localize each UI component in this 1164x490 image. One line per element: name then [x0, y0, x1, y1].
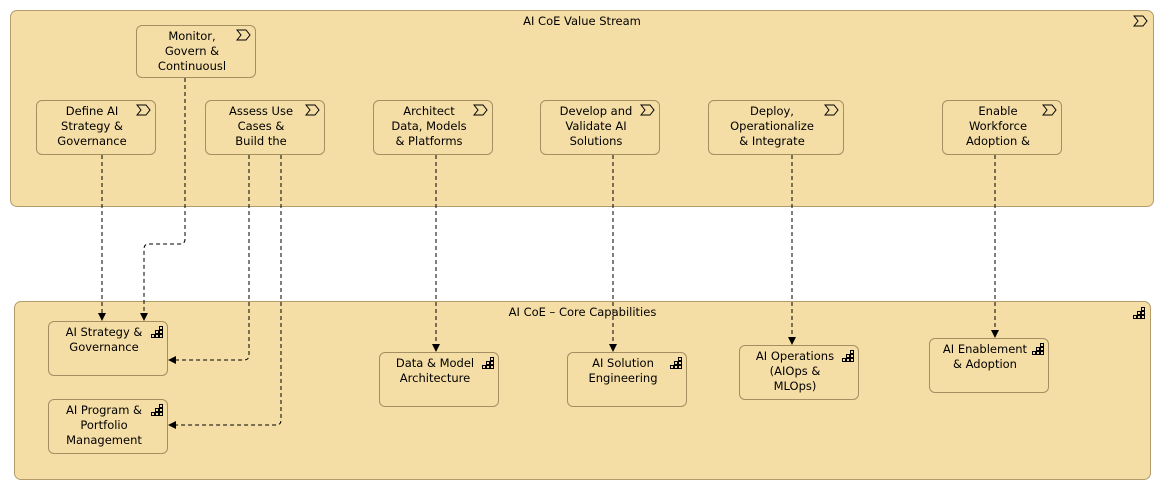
capability-ops[interactable]: AI Operations (AIOps & MLOps) — [739, 345, 859, 400]
capability-icon — [1032, 343, 1044, 355]
relation-monitor-strategy — [140, 78, 186, 321]
value-stream-icon — [305, 104, 320, 116]
stage-architect[interactable]: Architect Data, Models & Platforms — [373, 100, 493, 155]
stage-label: Develop and Validate AI Solutions — [559, 104, 633, 148]
stage-label: Assess Use Cases & Build the — [228, 104, 294, 148]
capability-label: AI Solution Engineering — [588, 356, 658, 385]
value-stream-icon — [136, 104, 151, 116]
stage-label: Define AI Strategy & Governance — [57, 104, 127, 148]
capability-icon — [842, 350, 854, 362]
capability-label: AI Strategy & Governance — [65, 325, 143, 354]
stage-develop[interactable]: Develop and Validate AI Solutions — [540, 100, 660, 155]
capability-data[interactable]: Data & Model Architecture — [379, 352, 499, 407]
capability-label: Data & Model Architecture — [395, 356, 475, 385]
capability-enablement[interactable]: AI Enablement & Adoption — [929, 338, 1049, 393]
value-stream-icon — [1042, 104, 1057, 116]
capability-program[interactable]: AI Program & Portfolio Management — [48, 399, 168, 454]
stage-label: Deploy, Operationalize & Integrate — [730, 104, 814, 148]
value-stream-icon — [640, 104, 655, 116]
capability-icon — [151, 404, 163, 416]
value-stream-icon — [1133, 15, 1148, 27]
value-stream-icon — [824, 104, 839, 116]
capability-icon — [151, 326, 163, 338]
stage-label: Enable Workforce Adoption & — [966, 104, 1030, 148]
capability-solution[interactable]: AI Solution Engineering — [567, 352, 687, 407]
stage-label: Monitor, Govern & Continuousl — [157, 29, 227, 73]
capability-label: AI Enablement & Adoption — [942, 342, 1028, 371]
value-stream-icon — [473, 104, 488, 116]
capability-label: AI Operations (AIOps & MLOps) — [755, 349, 835, 393]
capability-strategy[interactable]: AI Strategy & Governance — [48, 321, 168, 376]
stage-deploy[interactable]: Deploy, Operationalize & Integrate — [708, 100, 844, 155]
stage-enable[interactable]: Enable Workforce Adoption & — [942, 100, 1062, 155]
core-capabilities-title: AI CoE – Core Capabilities — [508, 305, 657, 319]
capability-icon — [1133, 307, 1145, 319]
value-stream-title: AI CoE Value Stream — [523, 14, 641, 28]
capability-label: AI Program & Portfolio Management — [65, 403, 143, 447]
stage-assess[interactable]: Assess Use Cases & Build the — [205, 100, 325, 155]
relation-assess-strategy — [168, 155, 250, 364]
stage-define[interactable]: Define AI Strategy & Governance — [36, 100, 156, 155]
relation-assess-program — [168, 155, 282, 429]
stage-monitor[interactable]: Monitor, Govern & Continuousl — [136, 25, 256, 78]
stage-label: Architect Data, Models & Platforms — [391, 104, 467, 148]
capability-icon — [670, 357, 682, 369]
capability-icon — [482, 357, 494, 369]
value-stream-icon — [236, 29, 251, 41]
